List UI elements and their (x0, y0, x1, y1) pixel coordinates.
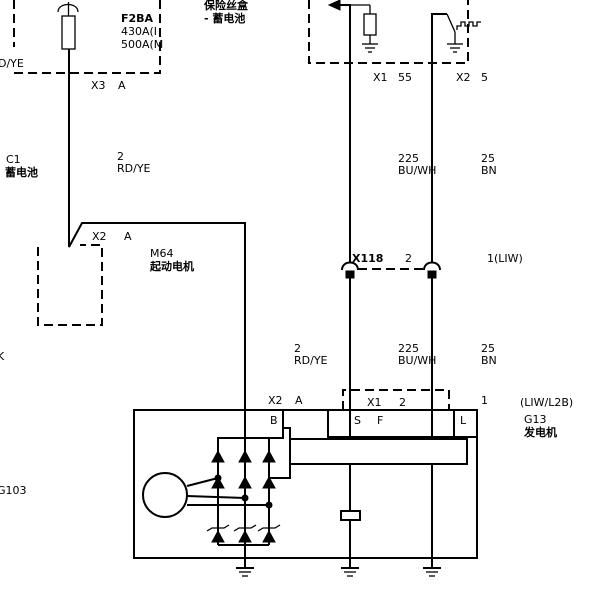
module-pin-2: 5 (481, 71, 488, 84)
resistor-symbol (363, 13, 377, 36)
wire-lower-left-color: BU/WH (398, 354, 436, 367)
pulse-signal-icon (456, 21, 481, 30)
arrow-left-icon (327, 0, 341, 11)
fuse-pin: A (118, 79, 126, 92)
ground-icon (362, 43, 378, 53)
generator (133, 389, 478, 577)
diode-icon (211, 475, 225, 489)
terminal-f-label: F (377, 414, 383, 427)
fuse-rating-2: 500A(M (121, 38, 163, 51)
switch-contact-symbol (446, 13, 456, 33)
inline-connector-id: X118 (352, 252, 383, 265)
connector-male-icon (427, 270, 437, 279)
wire-battery-color: RD/YE (117, 162, 151, 175)
fuse-box-subtitle: - 蓄电池 (204, 11, 245, 25)
generator-variant: (LIW/L2B) (520, 396, 573, 409)
wire-upper-left-num: 225 (398, 152, 419, 165)
starter-connector: X2 (92, 230, 107, 243)
wire-gen-b-num: 2 (294, 342, 301, 355)
ground-icon (341, 567, 359, 577)
generator-housing (133, 409, 478, 559)
starter-id: M64 (150, 247, 174, 260)
inline-connector-pin-right: 1(LIW) (487, 252, 523, 265)
fuse-box-title: 保险丝盒 (203, 0, 249, 12)
ground-icon (447, 43, 463, 53)
inline-connector-x118 (341, 261, 441, 279)
wire-gen-b-color: RD/YE (294, 354, 328, 367)
diode-icon (238, 449, 252, 463)
wire-upper-right-num: 25 (481, 152, 495, 165)
generator-id: G13 (524, 413, 547, 426)
battery-id: C1 (6, 153, 21, 166)
zener-diode-icon (238, 529, 252, 543)
module-connector-1: X1 (373, 71, 388, 84)
connector-male-icon (345, 270, 355, 279)
generator-pin-sf: 2 (399, 396, 406, 409)
edge-left-bottom: G103 (0, 484, 27, 497)
fuse-box (13, 0, 161, 225)
diode-icon (262, 475, 276, 489)
diode-icon (262, 449, 276, 463)
starter-pin: A (124, 230, 132, 243)
module-pin-1: 55 (398, 71, 412, 84)
terminal-l-label: L (460, 414, 467, 427)
fuse-id: F2BA (121, 12, 154, 25)
terminal-s-label: S (354, 414, 361, 427)
generator-pin-l: 1 (481, 394, 488, 407)
terminal-b-label: B (270, 414, 278, 427)
module-connector-2: X2 (456, 71, 471, 84)
fuse-rating-1: 430A(I (121, 25, 157, 38)
field-coil-symbol (340, 510, 361, 521)
wire-lower-right-color: BN (481, 354, 497, 367)
ground-icon (423, 567, 441, 577)
diode-icon (238, 475, 252, 489)
terminal-l (453, 409, 478, 438)
starter-motor (37, 222, 246, 411)
connector-female-icon (341, 261, 359, 271)
zener-diode-icon (262, 529, 276, 543)
stator-winding-symbol (142, 472, 188, 518)
wire-lower-right-num: 25 (481, 342, 495, 355)
rectifier-bridge (186, 437, 291, 568)
fuse-connector: X3 (91, 79, 106, 92)
wire-upper-right-color: BN (481, 164, 497, 177)
control-module (308, 0, 481, 410)
fuse-symbol (61, 15, 76, 50)
generator-conn-b: X2 (268, 394, 283, 407)
diode-icon (211, 449, 225, 463)
generator-conn-sf: X1 (367, 396, 382, 409)
generator-pin-b: A (295, 394, 303, 407)
wire-lower-left-num: 225 (398, 342, 419, 355)
starter-name: 起动电机 (149, 259, 194, 273)
wire-upper-left-color: BU/WH (398, 164, 436, 177)
fuse-link-icon (57, 3, 79, 13)
voltage-regulator (289, 438, 468, 465)
edge-left-mid: K (0, 350, 5, 363)
connector-female-icon (423, 261, 441, 271)
ground-icon (236, 567, 254, 577)
fuse-edge-text: D/YE (0, 57, 24, 70)
inline-connector-pin-mid: 2 (405, 252, 412, 265)
generator-name: 发电机 (523, 425, 557, 439)
wire-battery-num: 2 (117, 150, 124, 163)
zener-diode-icon (211, 529, 225, 543)
terminal-s-f (327, 409, 455, 438)
battery-name: 蓄电池 (5, 165, 38, 179)
